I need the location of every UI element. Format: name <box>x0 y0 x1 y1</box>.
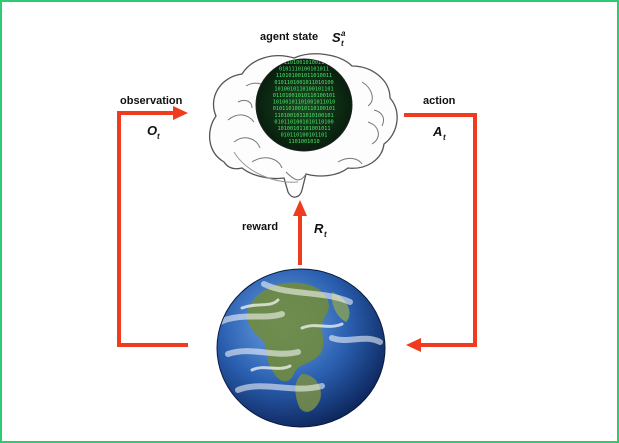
binary-row: 110101001011010011 <box>276 73 332 79</box>
reward-arrow <box>293 200 307 265</box>
action-subscript: t <box>443 133 446 142</box>
agent-state-symbol: S <box>332 30 341 45</box>
binary-row: 1101001010 <box>288 139 319 145</box>
action-symbol: A <box>432 124 442 139</box>
binary-row: 1010010110100101101 <box>274 86 333 92</box>
action-arrow <box>404 113 477 352</box>
reward-symbol: R <box>314 221 324 236</box>
binary-row: 0101101001011010100 <box>274 80 333 86</box>
binary-row: 01101001010110100101 <box>273 93 335 99</box>
agent-state-label: agent state <box>260 31 318 43</box>
binary-row: 0101101001010110100 <box>274 119 333 125</box>
reward-subscript: t <box>324 230 327 239</box>
observation-label: observation <box>120 95 183 107</box>
binary-row: 1101001011010100101 <box>274 113 333 119</box>
binary-row: 10100101101001011 <box>277 126 330 132</box>
agent-state-subscript: t <box>341 39 344 48</box>
binary-row: 01011010010110100101 <box>273 106 335 112</box>
reward-label: reward <box>242 221 278 233</box>
action-label: action <box>423 95 456 107</box>
observation-arrow <box>117 106 188 347</box>
observation-subscript: t <box>157 132 160 141</box>
binary-row: 010110100101101 <box>281 133 328 139</box>
earth-icon <box>216 268 386 428</box>
observation-symbol: O <box>147 123 157 138</box>
agent-state-superscript: a <box>341 29 346 38</box>
binary-row: 1101001010011 <box>284 60 325 66</box>
binary-screen: 1101001010011010111010010101111010100101… <box>255 58 353 152</box>
binary-row: 10100101101001011010 <box>273 100 335 106</box>
binary-row: 0101110100101011 <box>279 67 329 73</box>
